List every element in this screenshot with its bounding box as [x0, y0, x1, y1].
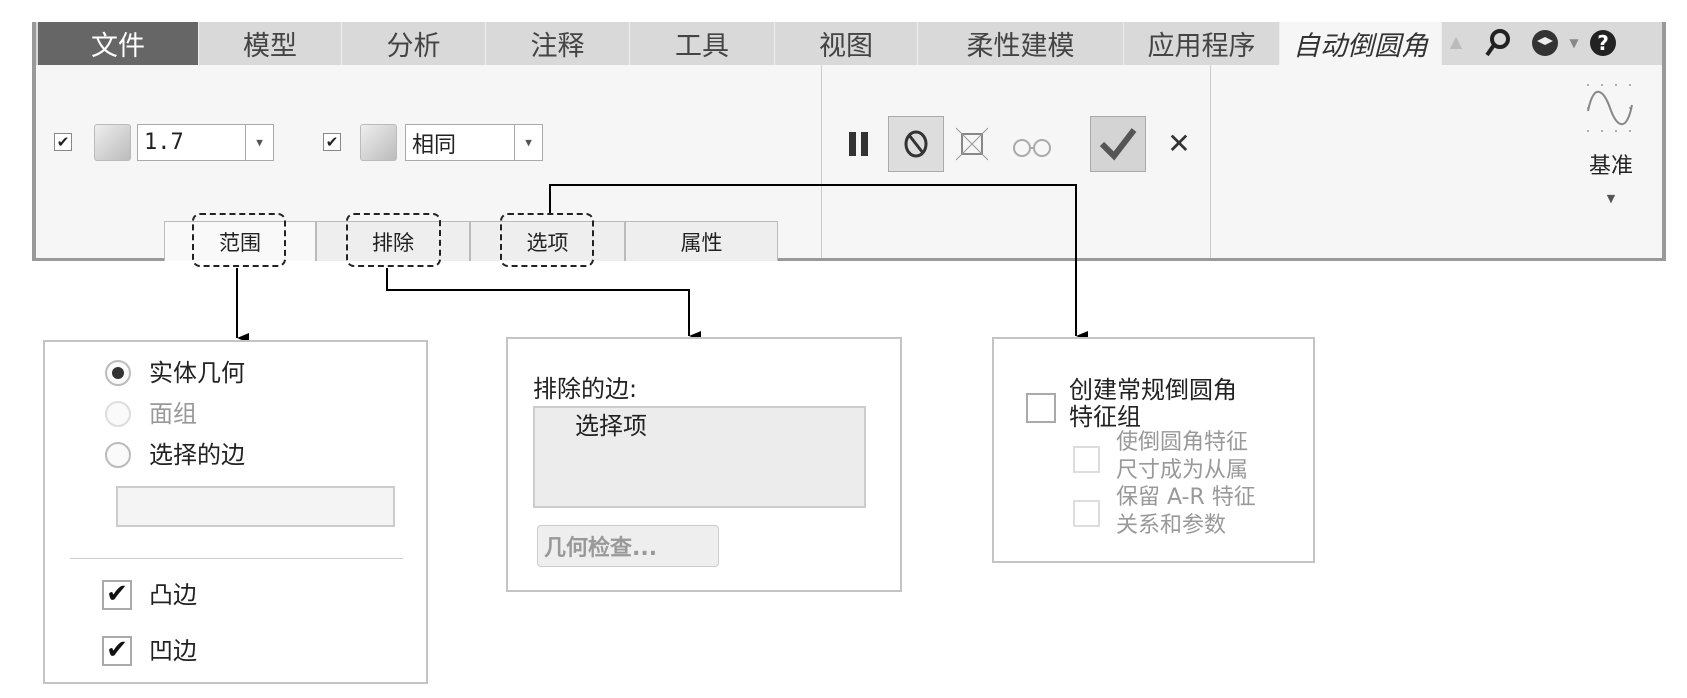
- radius-value[interactable]: 1.7: [144, 130, 184, 155]
- checkbox-label: 凸边: [149, 581, 197, 609]
- tab-view[interactable]: 视图: [775, 22, 918, 65]
- search-icon[interactable]: [1480, 26, 1516, 60]
- radius-checkbox[interactable]: ✔: [54, 133, 72, 151]
- svg-text:?: ?: [1597, 31, 1609, 55]
- checkbox-label: 特征组: [1069, 403, 1141, 431]
- round-radius-icon: [94, 124, 131, 161]
- options-panel: 创建常规倒圆角 特征组 使倒圆角特征 尺寸成为从属 保留 A-R 特征 关系和参…: [992, 337, 1315, 563]
- subtab-range[interactable]: 范围: [164, 221, 316, 261]
- help-icon[interactable]: ?: [1586, 26, 1620, 60]
- excluded-edges-list[interactable]: 选择项: [533, 406, 866, 508]
- keep-relations-checkbox: [1073, 500, 1100, 527]
- transition-value[interactable]: 相同: [412, 132, 457, 158]
- subtab-exclude[interactable]: 排除: [316, 221, 470, 261]
- tab-analysis[interactable]: 分析: [342, 22, 486, 65]
- subtab-options[interactable]: 选项: [470, 221, 625, 261]
- radio-label: 实体几何: [149, 359, 245, 387]
- separator: [70, 558, 403, 559]
- transition-checkbox[interactable]: ✔: [323, 133, 341, 151]
- subtab-properties[interactable]: 属性: [625, 221, 778, 261]
- transition-combo[interactable]: 相同 ▼: [405, 124, 543, 161]
- radius-combo[interactable]: 1.7 ▼: [137, 124, 274, 161]
- checkbox-label: 保留 A-R 特征: [1116, 485, 1256, 510]
- tab-annotate[interactable]: 注释: [486, 22, 630, 65]
- verify-glasses-icon[interactable]: [1011, 126, 1053, 162]
- group-divider: [821, 65, 822, 258]
- ribbon-tab-bar: 文件 模型 分析 注释 工具 视图 柔性建模 应用程序 自动倒圆角 ▲ ▼ ?: [36, 22, 1662, 65]
- range-panel: 实体几何 面组 选择的边 ✔ 凸边 ✔ 凹边: [43, 340, 428, 684]
- checkbox-label: 关系和参数: [1116, 513, 1227, 538]
- collapse-ribbon-icon[interactable]: ▲: [1449, 31, 1463, 51]
- no-preview-button[interactable]: [888, 116, 944, 172]
- arrow-to-options-panel: [549, 184, 1088, 341]
- radio-selected-edges[interactable]: [105, 442, 131, 468]
- datum-dropdown-icon[interactable]: ▼: [1606, 192, 1616, 205]
- arrow-to-exclude-panel: [386, 268, 701, 341]
- group-divider: [1210, 65, 1211, 258]
- chevron-down-icon[interactable]: ▼: [514, 125, 542, 160]
- radio-label: 面组: [149, 400, 197, 428]
- radio-label: 选择的边: [149, 441, 245, 469]
- round-transition-icon: [360, 124, 397, 161]
- datum-icon[interactable]: [1582, 81, 1638, 135]
- checkbox-label: 创建常规倒圆角: [1069, 376, 1237, 404]
- dependent-dimensions-checkbox: [1073, 446, 1100, 473]
- geometry-check-button: 几何检查...: [537, 525, 719, 567]
- cancel-button[interactable]: ✕: [1167, 126, 1191, 160]
- highlight-range: [192, 213, 286, 267]
- ok-button[interactable]: [1090, 116, 1146, 172]
- radio-solid-geometry[interactable]: [105, 360, 131, 386]
- learning-connector-icon[interactable]: [1528, 26, 1562, 60]
- checkbox-label: 凹边: [149, 637, 197, 665]
- tab-flexible-modeling[interactable]: 柔性建模: [918, 22, 1124, 65]
- pause-button[interactable]: [844, 126, 874, 162]
- highlight-exclude: [346, 213, 441, 267]
- highlight-options: [500, 213, 594, 267]
- exclude-panel: 排除的边: 选择项 几何检查...: [506, 337, 902, 592]
- concave-edges-checkbox[interactable]: ✔: [102, 636, 132, 666]
- ribbon-toolbar: 文件 模型 分析 注释 工具 视图 柔性建模 应用程序 自动倒圆角 ▲ ▼ ? …: [32, 22, 1666, 261]
- separate-preview-icon[interactable]: [952, 124, 992, 164]
- tab-applications[interactable]: 应用程序: [1124, 22, 1280, 65]
- chevron-down-icon[interactable]: ▼: [245, 125, 273, 160]
- dropdown-arrow-icon[interactable]: ▼: [1569, 36, 1579, 50]
- checkbox-label: 使倒圆角特征: [1116, 430, 1249, 455]
- radio-quilt: [105, 401, 131, 427]
- tab-auto-round[interactable]: 自动倒圆角: [1280, 22, 1442, 65]
- tab-model[interactable]: 模型: [199, 22, 342, 65]
- checkbox-label: 尺寸成为从属: [1116, 458, 1249, 483]
- tab-tools[interactable]: 工具: [630, 22, 775, 65]
- convex-edges-checkbox[interactable]: ✔: [102, 580, 132, 610]
- edges-collector[interactable]: [116, 486, 395, 527]
- excluded-edges-label: 排除的边:: [533, 375, 638, 403]
- create-round-group-checkbox[interactable]: [1026, 393, 1056, 423]
- tab-file[interactable]: 文件: [38, 22, 199, 65]
- select-item-placeholder: 选择项: [575, 412, 647, 440]
- datum-label[interactable]: 基准: [1588, 154, 1633, 179]
